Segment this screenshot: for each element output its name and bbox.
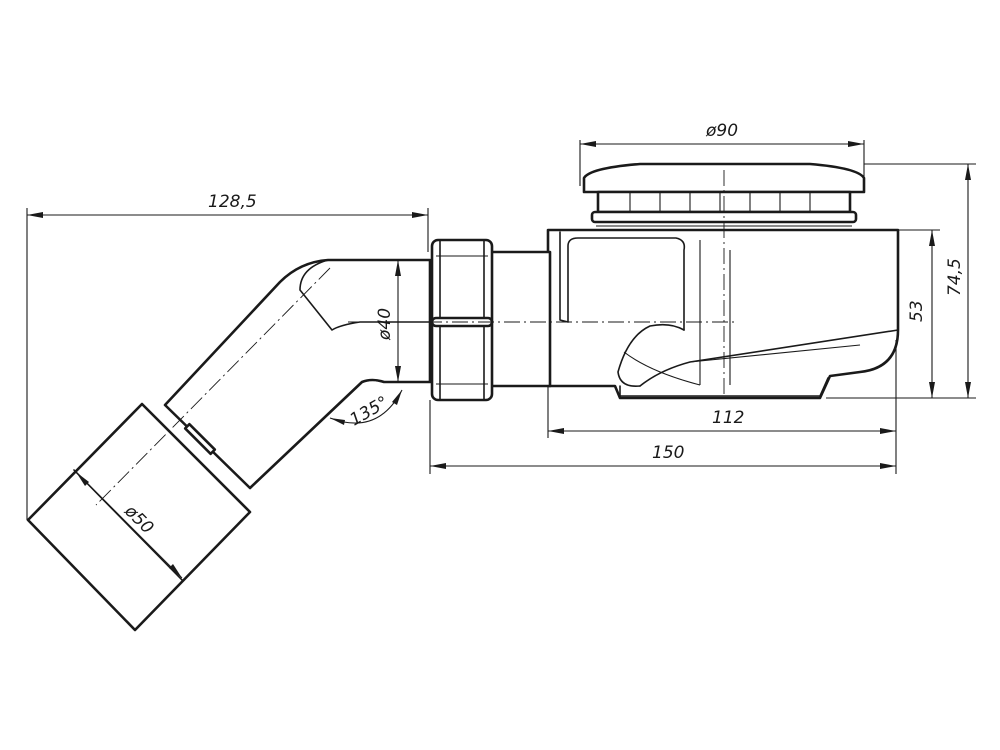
horizontal-pipe (486, 250, 552, 388)
dim-body-length-label: 112 (712, 408, 744, 428)
dim-overall-length: 150 (429, 400, 897, 474)
dim-left-length: 128,5 (26, 192, 429, 520)
dim-pipe-diameter-label: ø40 (375, 308, 395, 341)
dim-left-length-label: 128,5 (208, 192, 257, 212)
elbow-pipe (163, 258, 432, 490)
dim-cap-diameter-label: ø90 (705, 121, 738, 141)
dim-overall-length-label: 150 (652, 443, 684, 463)
dim-body-height: 53 (898, 229, 940, 398)
drain-body (546, 228, 900, 400)
union-nut (430, 238, 494, 402)
dim-total-height-label: 74,5 (945, 258, 965, 296)
dim-angle-label: 135° (347, 393, 392, 431)
dim-body-height-label: 53 (907, 300, 927, 322)
dim-cap-diameter: ø90 (579, 121, 865, 186)
centerlines (95, 170, 736, 506)
dim-pipe-diameter: ø40 (375, 260, 401, 382)
dim-body-length: 112 (547, 340, 897, 438)
dim-total-height: 74,5 (826, 163, 976, 399)
